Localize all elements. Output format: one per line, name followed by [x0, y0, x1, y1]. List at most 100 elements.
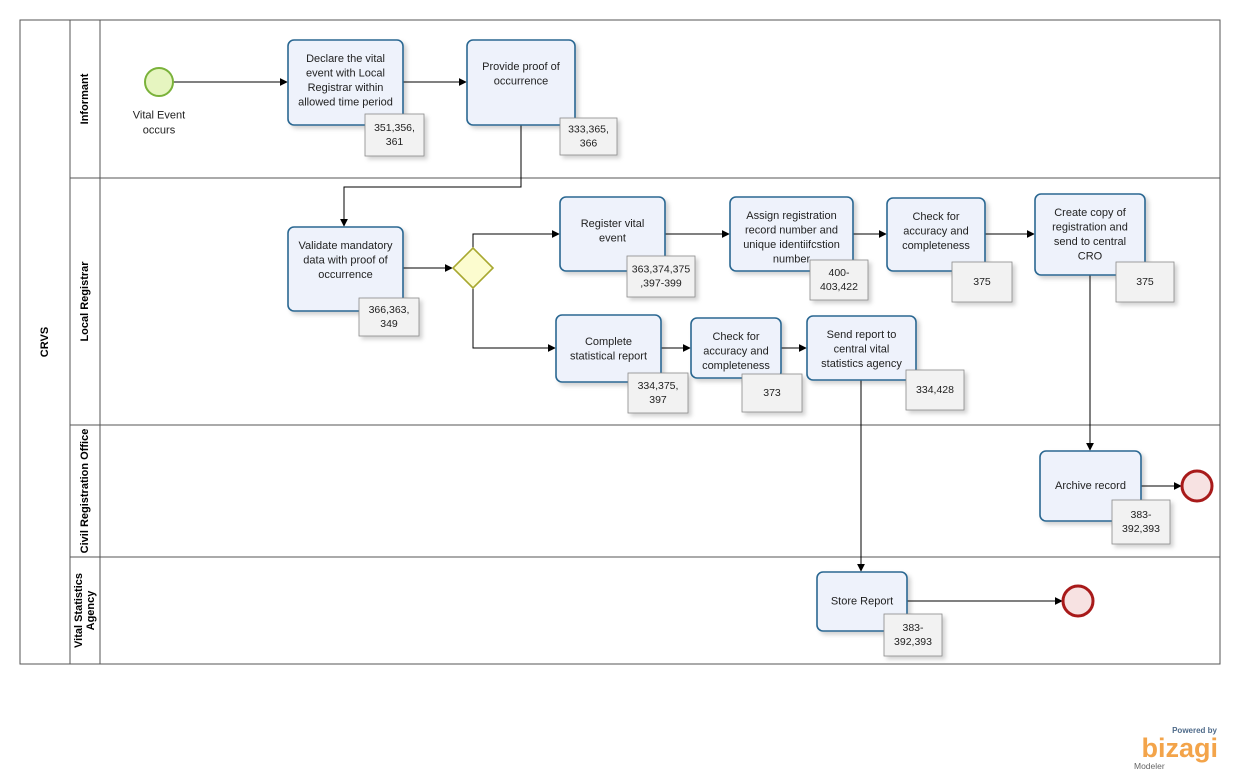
task-label: number	[773, 254, 811, 266]
task-shape	[287, 226, 404, 312]
task-label: Check for	[912, 211, 959, 223]
task-shape	[555, 314, 662, 383]
annotation-text: 366,363,	[369, 304, 410, 316]
annotation-n_register: 363,374,375 ,397-399	[626, 255, 696, 298]
task-label: event	[599, 233, 626, 245]
task-shape	[287, 39, 404, 126]
annotation-box	[905, 369, 965, 411]
pool-title: CRVS	[39, 327, 51, 357]
task-validate[interactable]: Validate mandatory data with proof of occu…	[287, 226, 404, 312]
annotation-box	[883, 613, 943, 657]
annotation-box	[1115, 261, 1175, 303]
gateway-diamond	[451, 246, 495, 290]
task-label: Register vital	[581, 218, 645, 230]
task-copy[interactable]: Create copy of registration and send to ce…	[1034, 193, 1146, 276]
brand-powered-by: Powered by	[1172, 726, 1217, 735]
task-label: Store Report	[831, 595, 893, 607]
lane-title: Local Registrar	[79, 261, 91, 342]
end-event-end_cro[interactable]	[1180, 469, 1214, 503]
annotation-n_proof: 333,365,366	[559, 117, 618, 156]
task-label: send to central	[1054, 236, 1126, 248]
task-label: Validate mandatory	[299, 240, 393, 252]
sequence-flow-proof-to-validate	[340, 125, 522, 227]
task-label: event with Local	[306, 68, 385, 80]
event-label: occurs	[143, 124, 176, 136]
task-label: Complete	[585, 336, 632, 348]
annotation-text: 366	[580, 137, 598, 149]
annotation-text: 383-	[902, 622, 924, 634]
lane-cro: Civil Registration Office	[70, 424, 1220, 557]
task-label: occurrence	[318, 269, 372, 281]
lane-title: Vital Statistics	[73, 573, 85, 648]
task-register[interactable]: Register vital event	[559, 196, 666, 272]
task-label: data with proof of	[303, 255, 388, 267]
annotation-text: 375	[973, 276, 991, 288]
annotation-box	[626, 255, 696, 298]
task-shape	[690, 317, 782, 379]
task-label: CRO	[1078, 251, 1103, 263]
task-check1[interactable]: Check for accuracy and completeness	[886, 197, 986, 272]
annotation-box	[1111, 499, 1171, 545]
annotation-text: 383-	[1130, 509, 1152, 521]
task-label: Create copy of	[1054, 207, 1126, 219]
annotation-text: 400-	[828, 267, 850, 279]
annotation-text: 361	[386, 136, 404, 148]
task-label: allowed time period	[298, 97, 393, 109]
task-label: statistics agency	[821, 358, 902, 370]
task-proof[interactable]: Provide proof of occurrence	[466, 39, 576, 126]
task-label: accuracy and	[703, 346, 768, 358]
task-label: statistical report	[570, 351, 647, 363]
annotation-n_check2: 373	[741, 373, 803, 413]
annotation-n_store: 383- 392,393	[883, 613, 943, 657]
gateway-split[interactable]	[451, 246, 495, 290]
annotation-n_complete: 334,375,397	[627, 372, 689, 414]
task-label: accuracy and	[903, 226, 968, 238]
annotation-text: 375	[1136, 276, 1154, 288]
task-label: Declare the vital	[306, 53, 385, 65]
task-label: occurrence	[494, 76, 548, 88]
annotation-text: ,397-399	[640, 277, 682, 289]
annotation-box	[364, 113, 425, 157]
lane-title: Agency	[85, 590, 97, 631]
task-shape	[806, 315, 917, 381]
start-event-start[interactable]: Vital Event occurs	[133, 67, 185, 136]
annotation-text: 373	[763, 387, 781, 399]
annotation-text: 392,393	[894, 636, 932, 648]
task-label: completeness	[902, 240, 970, 252]
task-shape	[886, 197, 986, 272]
task-shape	[466, 39, 576, 126]
event-label: Vital Event	[133, 109, 185, 121]
annotation-text: 349	[380, 318, 398, 330]
task-label: Check for	[712, 331, 759, 343]
lane-local: Local Registrar	[70, 177, 1220, 425]
annotation-text: 397	[649, 394, 667, 406]
task-label: unique identiifcstion	[743, 239, 840, 251]
annotation-text: 392,393	[1122, 523, 1160, 535]
annotation-n_assign: 400-403,422	[809, 259, 869, 301]
end-event-circle	[1061, 584, 1095, 618]
task-shape	[559, 196, 666, 272]
annotation-n_copy: 375	[1115, 261, 1175, 303]
annotation-box	[559, 117, 618, 156]
task-shape	[729, 196, 854, 272]
task-complete[interactable]: Complete statistical report	[555, 314, 662, 383]
task-label: record number and	[745, 225, 838, 237]
end-event-circle	[1180, 469, 1214, 503]
annotation-n_archive: 383- 392,393	[1111, 499, 1171, 545]
task-label: registration and	[1052, 222, 1128, 234]
annotation-box	[627, 372, 689, 414]
sequence-flow-split-to-complete	[472, 288, 556, 352]
task-label: Provide proof of	[482, 61, 561, 73]
end-event-end_vsa[interactable]	[1061, 584, 1095, 618]
annotation-text: 334,428	[916, 384, 954, 396]
lane-title: Informant	[79, 73, 91, 124]
annotation-text: 363,374,375	[632, 263, 691, 275]
annotation-n_declare: 351,356,361	[364, 113, 425, 157]
